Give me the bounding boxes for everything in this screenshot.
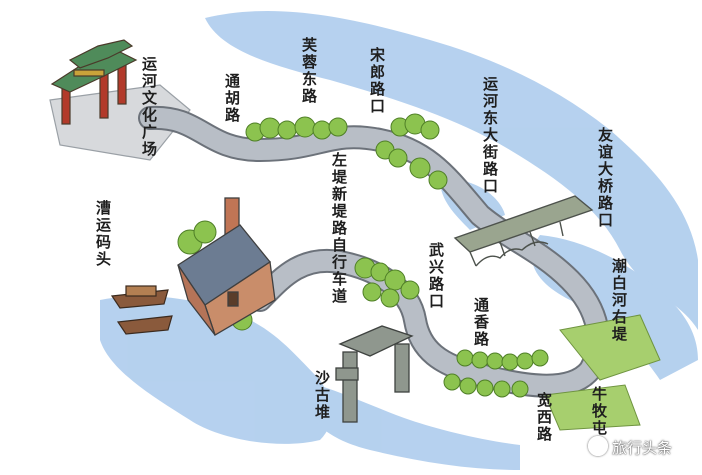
label-yunhe-east-avenue-junction: 运河东大街路口 [481, 76, 499, 195]
label-chaobai-river-right-bank: 潮白河右堤 [610, 258, 628, 343]
label-wuxing-road-junction: 武兴路口 [427, 242, 445, 310]
watermark-text: 旅行头条 [612, 439, 673, 457]
river-water [100, 10, 698, 470]
label-yunhe-culture-plaza: 运河文化广场 [140, 56, 158, 158]
plaza-ground [49, 84, 191, 161]
label-left-bank-new-bikeway: 左堤新堤路自行车道 [330, 152, 348, 305]
field-patches [544, 314, 661, 431]
label-tongxiang-road: 通香路 [472, 297, 490, 348]
toutiao-logo-icon [588, 436, 608, 456]
tree-clusters [177, 113, 549, 398]
watermark: 旅行头条 [588, 436, 672, 458]
boats [110, 285, 173, 335]
label-shaguidui: 沙古堆 [313, 370, 331, 421]
memorial-archway [50, 39, 138, 125]
label-tonghu-road: 通胡路 [223, 73, 241, 124]
label-songlang-road-junction: 宋郎路口 [368, 47, 386, 115]
label-niumutun: 牛牧屯 [590, 386, 608, 437]
stone-gate [335, 325, 414, 423]
label-kuanxi-road: 宽西路 [535, 392, 553, 443]
bridge [453, 195, 594, 267]
caoyun-house [177, 197, 276, 336]
label-caoyun-wharf: 漕运码头 [94, 200, 112, 268]
label-furong-east-road: 芙蓉东路 [300, 37, 318, 105]
label-youyi-bridge-junction: 友谊大桥路口 [596, 127, 614, 229]
